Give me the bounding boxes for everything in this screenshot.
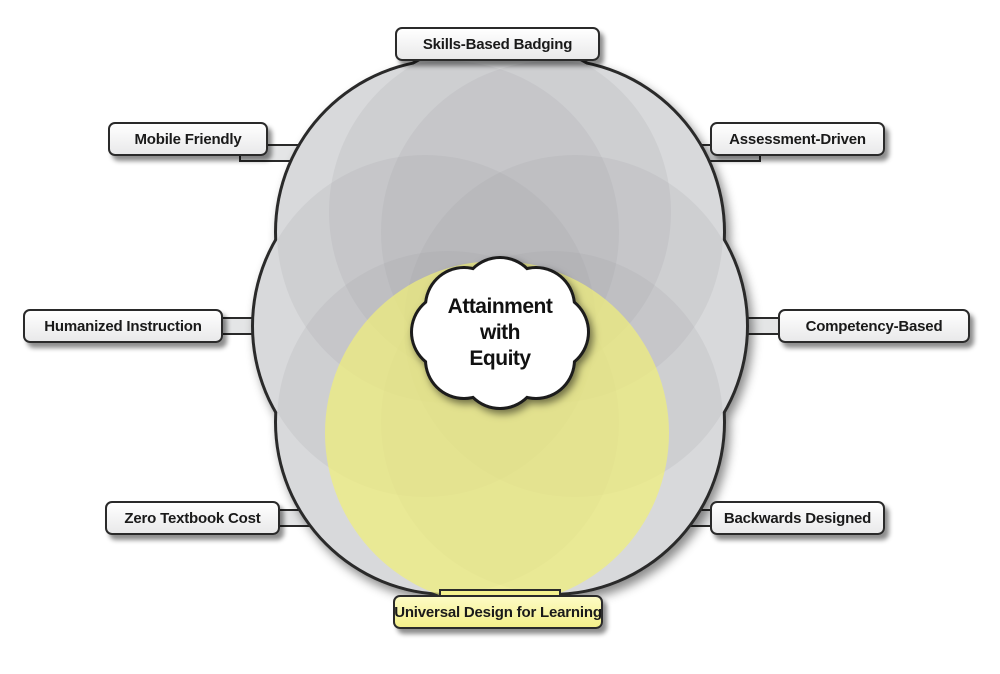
center-shape — [410, 256, 590, 410]
center-title-line-1: Attainment — [447, 295, 553, 318]
label-text: Humanized Instruction — [44, 317, 202, 335]
label-competency-based: Competency-Based — [778, 309, 970, 343]
label-mobile-friendly: Mobile Friendly — [108, 122, 268, 156]
center-title-line-2: with — [479, 321, 520, 344]
label-text: Assessment-Driven — [729, 130, 866, 148]
label-text: Universal Design for Learning — [394, 603, 602, 621]
label-humanized-instruction: Humanized Instruction — [23, 309, 223, 343]
center-title: Attainment with Equity — [418, 288, 582, 378]
label-backwards-designed: Backwards Designed — [710, 501, 885, 535]
label-assessment-driven: Assessment-Driven — [710, 122, 885, 156]
label-text: Zero Textbook Cost — [124, 509, 261, 527]
label-zero-textbook-cost: Zero Textbook Cost — [105, 501, 280, 535]
label-skills-based-badging: Skills-Based Badging — [395, 27, 600, 61]
label-universal-design-for-learning: Universal Design for Learning — [393, 595, 603, 629]
label-text: Competency-Based — [805, 317, 943, 335]
center-title-line-3: Equity — [469, 347, 531, 370]
label-text: Skills-Based Badging — [422, 35, 573, 53]
label-text: Backwards Designed — [723, 509, 872, 527]
label-text: Mobile Friendly — [134, 130, 242, 148]
